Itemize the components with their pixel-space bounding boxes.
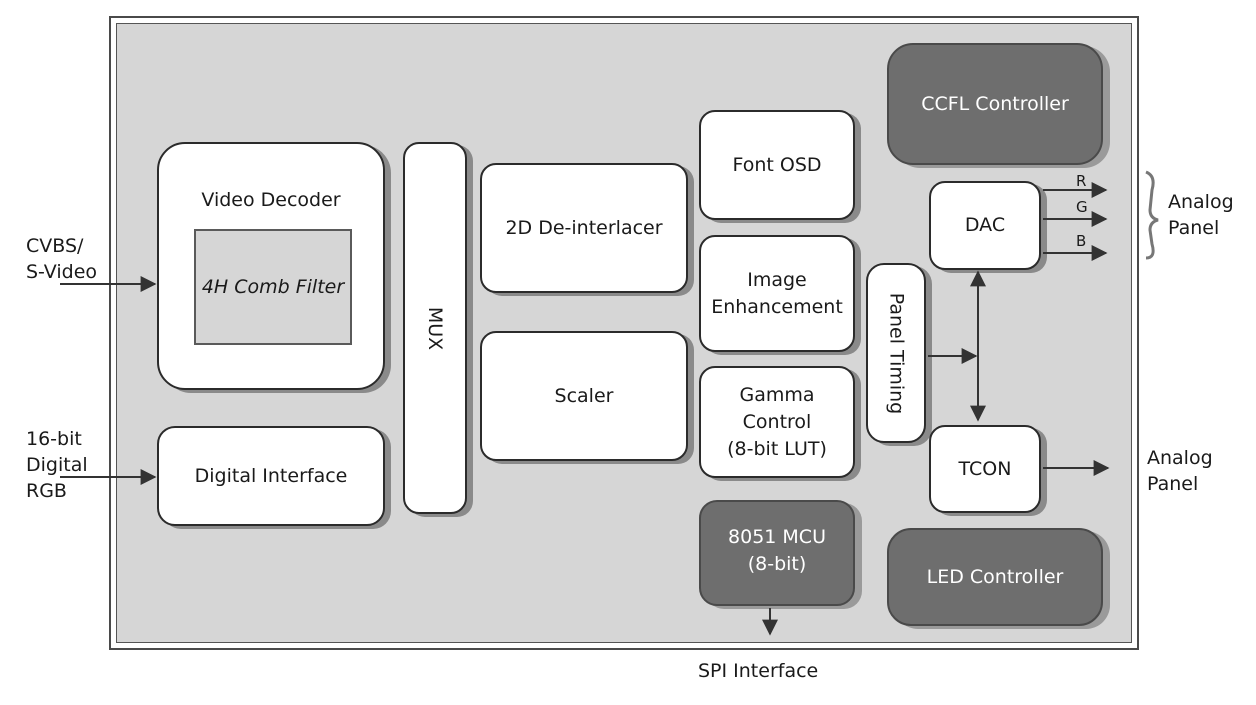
g-signal-label: G (1076, 198, 1088, 216)
deinterlacer-block: 2D De-interlacer (480, 163, 688, 293)
image-enhancement-block: Image Enhancement (699, 235, 855, 352)
scaler-label: Scaler (554, 384, 614, 407)
led-controller-label: LED Controller (926, 565, 1064, 588)
mcu-block: 8051 MCU (8-bit) (699, 500, 855, 606)
tcon-block: TCON (929, 425, 1041, 513)
tcon-label: TCON (958, 457, 1012, 480)
scaler-block: Scaler (480, 331, 688, 461)
deinterlacer-label: 2D De-interlacer (505, 216, 663, 239)
font-osd-label: Font OSD (732, 153, 822, 176)
spi-interface-label: SPI Interface (698, 660, 819, 682)
dac-label: DAC (964, 214, 1006, 236)
digital-interface-label: Digital Interface (194, 464, 348, 487)
analog-panel-brace (1145, 170, 1159, 260)
ccfl-controller-block: CCFL Controller (887, 43, 1103, 165)
cvbs-input-label: CVBS/ S-Video (26, 235, 98, 283)
mcu-label: 8051 MCU (8-bit) (728, 526, 826, 575)
led-controller-block: LED Controller (887, 528, 1103, 626)
b-signal-label: B (1076, 232, 1087, 250)
comb-filter-label: 4H Comb Filter (201, 276, 345, 298)
dac-block: DAC (929, 181, 1041, 270)
gamma-control-label: Gamma Control (8-bit LUT) (727, 383, 827, 460)
digital-interface-block: Digital Interface (157, 426, 385, 526)
gamma-control-block: Gamma Control (8-bit LUT) (699, 366, 855, 478)
rgb-input-label: 16-bit Digital RGB (26, 428, 88, 502)
ccfl-controller-label: CCFL Controller (921, 92, 1069, 115)
mux-block: MUX (403, 142, 467, 514)
panel-timing-block: Panel Timing (866, 263, 926, 443)
video-decoder-label: Video Decoder (201, 189, 341, 211)
font-osd-block: Font OSD (699, 110, 855, 220)
comb-filter-block: 4H Comb Filter (194, 229, 352, 345)
analog-panel-bottom-label: Analog Panel (1147, 447, 1213, 495)
analog-panel-top-label: Analog Panel (1168, 191, 1234, 239)
image-enhancement-label: Image Enhancement (711, 268, 843, 318)
r-signal-label: R (1076, 172, 1087, 190)
